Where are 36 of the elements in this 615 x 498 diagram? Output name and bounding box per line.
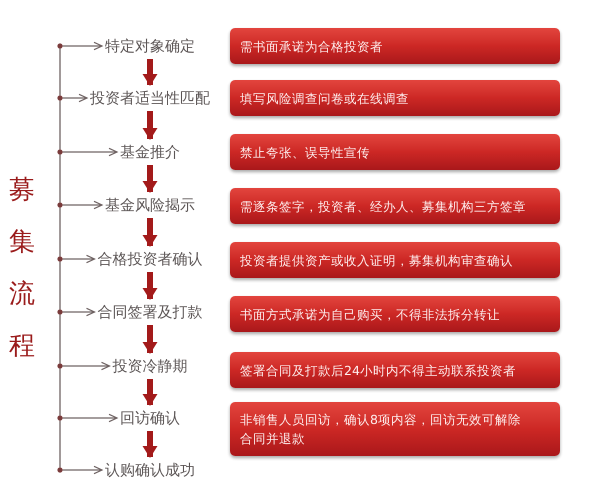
requirement-box: 非销售人员回访，确认8项内容，回访无效可解除合同并退款 — [230, 402, 560, 456]
step-label: 合同签署及打款 — [98, 302, 202, 322]
down-arrow — [142, 272, 158, 300]
requirement-box: 需逐条签字，投资者、经办人、募集机构三方签章 — [230, 188, 560, 224]
step-label: 基金风险揭示 — [105, 195, 195, 215]
branch-arrow — [62, 254, 96, 264]
down-arrow — [142, 165, 158, 193]
branch-arrow — [62, 200, 103, 210]
down-arrow — [142, 431, 158, 458]
down-arrow — [142, 218, 158, 247]
branch-arrow — [62, 466, 103, 474]
branch-arrow — [62, 94, 88, 102]
requirement-box: 投资者提供资产或收入证明，募集机构审查确认 — [230, 242, 560, 278]
requirement-box: 填写风险调查问卷或在线调查 — [230, 80, 560, 116]
vertical-title: 募集流程 — [9, 174, 35, 363]
branch-arrow — [62, 148, 118, 156]
down-arrow — [142, 59, 158, 86]
requirement-box: 禁止夸张、误导性宣传 — [230, 134, 560, 170]
bracket-line — [59, 48, 61, 468]
step-label: 投资者适当性匹配 — [90, 88, 210, 108]
branch-arrow — [62, 308, 96, 316]
branch-arrow — [62, 414, 118, 422]
branch-arrow — [62, 362, 110, 370]
branch-arrow — [62, 42, 103, 50]
requirement-box: 签署合同及打款后24小时内不得主动联系投资者 — [230, 352, 560, 388]
step-label: 基金推介 — [120, 142, 180, 162]
down-arrow — [142, 325, 158, 354]
step-label: 认购确认成功 — [105, 460, 195, 480]
step-label: 合格投资者确认 — [98, 249, 202, 269]
requirement-box: 需书面承诺为合格投资者 — [230, 28, 560, 64]
step-label: 投资冷静期 — [112, 356, 188, 376]
down-arrow — [142, 379, 158, 406]
requirement-box: 书面方式承诺为自己购买，不得非法拆分转让 — [230, 296, 560, 332]
step-label: 回访确认 — [120, 408, 180, 428]
step-label: 特定对象确定 — [105, 36, 195, 56]
down-arrow — [142, 111, 158, 140]
